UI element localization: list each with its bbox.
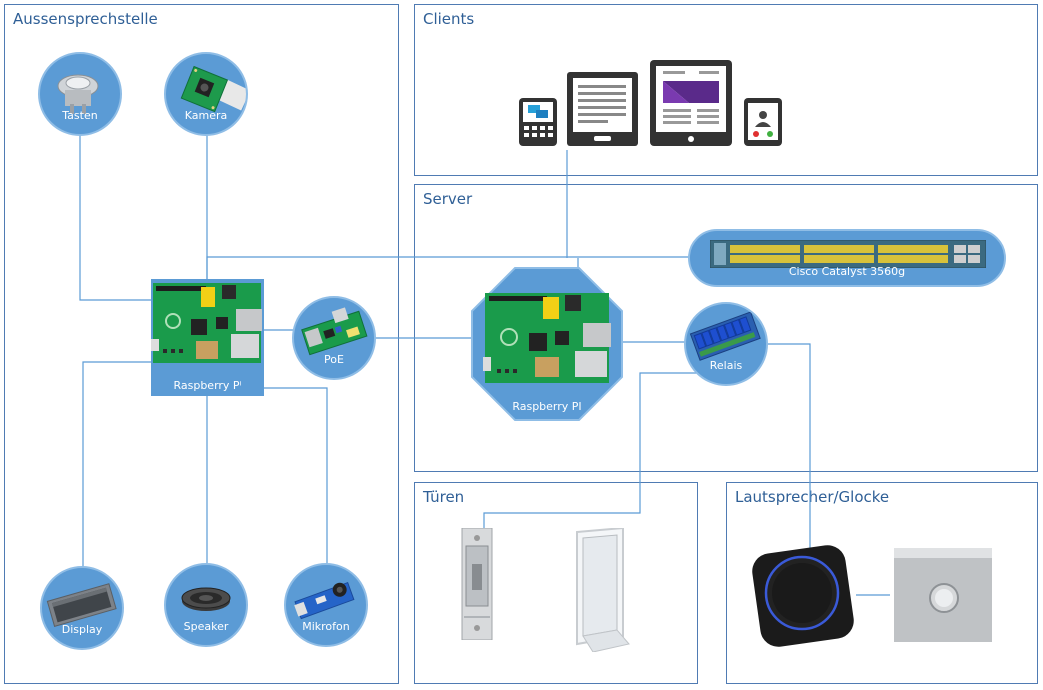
display-panel-icon [46, 583, 117, 627]
camera-module-icon [180, 65, 246, 113]
node-tasten[interactable]: Tasten [38, 52, 122, 136]
phone-call-icon [744, 98, 782, 146]
node-label-kamera: Kamera [184, 109, 228, 122]
node-speaker[interactable]: Speaker [164, 563, 248, 647]
node-raspberry-pi-outdoor[interactable]: Raspberry Pⁱ [151, 279, 264, 396]
door-strike-image [460, 528, 494, 640]
doorbell-button-icon [894, 548, 992, 642]
node-label-speaker: Speaker [183, 620, 229, 633]
node-label-cisco-switch: Cisco Catalyst 3560g [788, 265, 906, 278]
phone-chat-icon [519, 98, 557, 146]
node-raspberry-pi-server[interactable]: Raspberry PI [471, 267, 623, 421]
raspberry-pi-board-icon [151, 283, 262, 363]
group-title-tueren: Türen [423, 488, 465, 506]
ereader-icon [567, 72, 638, 146]
microphone-module-icon [294, 581, 355, 620]
doorbell-image [894, 548, 992, 642]
loudspeaker-icon [752, 545, 854, 647]
node-poe[interactable]: PoE [292, 296, 376, 380]
network-switch-icon [710, 240, 986, 268]
group-clients: Clients [414, 4, 1038, 176]
group-title-aussensprechstelle: Aussensprechstelle [13, 10, 158, 28]
group-title-clients: Clients [423, 10, 475, 28]
group-title-server: Server [423, 190, 473, 208]
speaker-icon [181, 587, 231, 611]
push-button-icon [57, 74, 99, 114]
node-label-display: Display [61, 623, 103, 636]
door-strike-icon [461, 528, 493, 640]
node-label-raspberry-pi-server: Raspberry PI [512, 400, 582, 413]
client-smartphone [518, 97, 558, 147]
door-window-image [573, 528, 633, 652]
client-smartphone-call [743, 97, 783, 147]
node-cisco-switch[interactable]: Cisco Catalyst 3560g [688, 229, 1006, 287]
node-label-raspberry-pi-outdoor: Raspberry Pⁱ [173, 379, 242, 392]
group-title-lautsprecher-glocke: Lautsprecher/Glocke [735, 488, 890, 506]
node-label-poe: PoE [324, 353, 344, 366]
node-display[interactable]: Display [40, 566, 124, 650]
raspberry-pi-octagon-icon [471, 267, 623, 421]
node-kamera[interactable]: Kamera [164, 52, 248, 136]
client-tablet [649, 59, 733, 147]
node-label-tasten: Tasten [62, 109, 98, 122]
poe-board-icon [301, 307, 368, 356]
node-mikrofon[interactable]: Mikrofon [284, 563, 368, 647]
group-tueren: Türen [414, 482, 698, 684]
loudspeaker-image [750, 543, 856, 647]
tablet-icon [650, 60, 732, 146]
node-label-relais: Relais [709, 359, 743, 372]
window-frame-icon [576, 528, 630, 652]
node-label-mikrofon: Mikrofon [302, 620, 350, 633]
relay-board-icon [689, 311, 761, 361]
client-ereader [566, 71, 639, 147]
node-relais[interactable]: Relais [684, 302, 768, 386]
